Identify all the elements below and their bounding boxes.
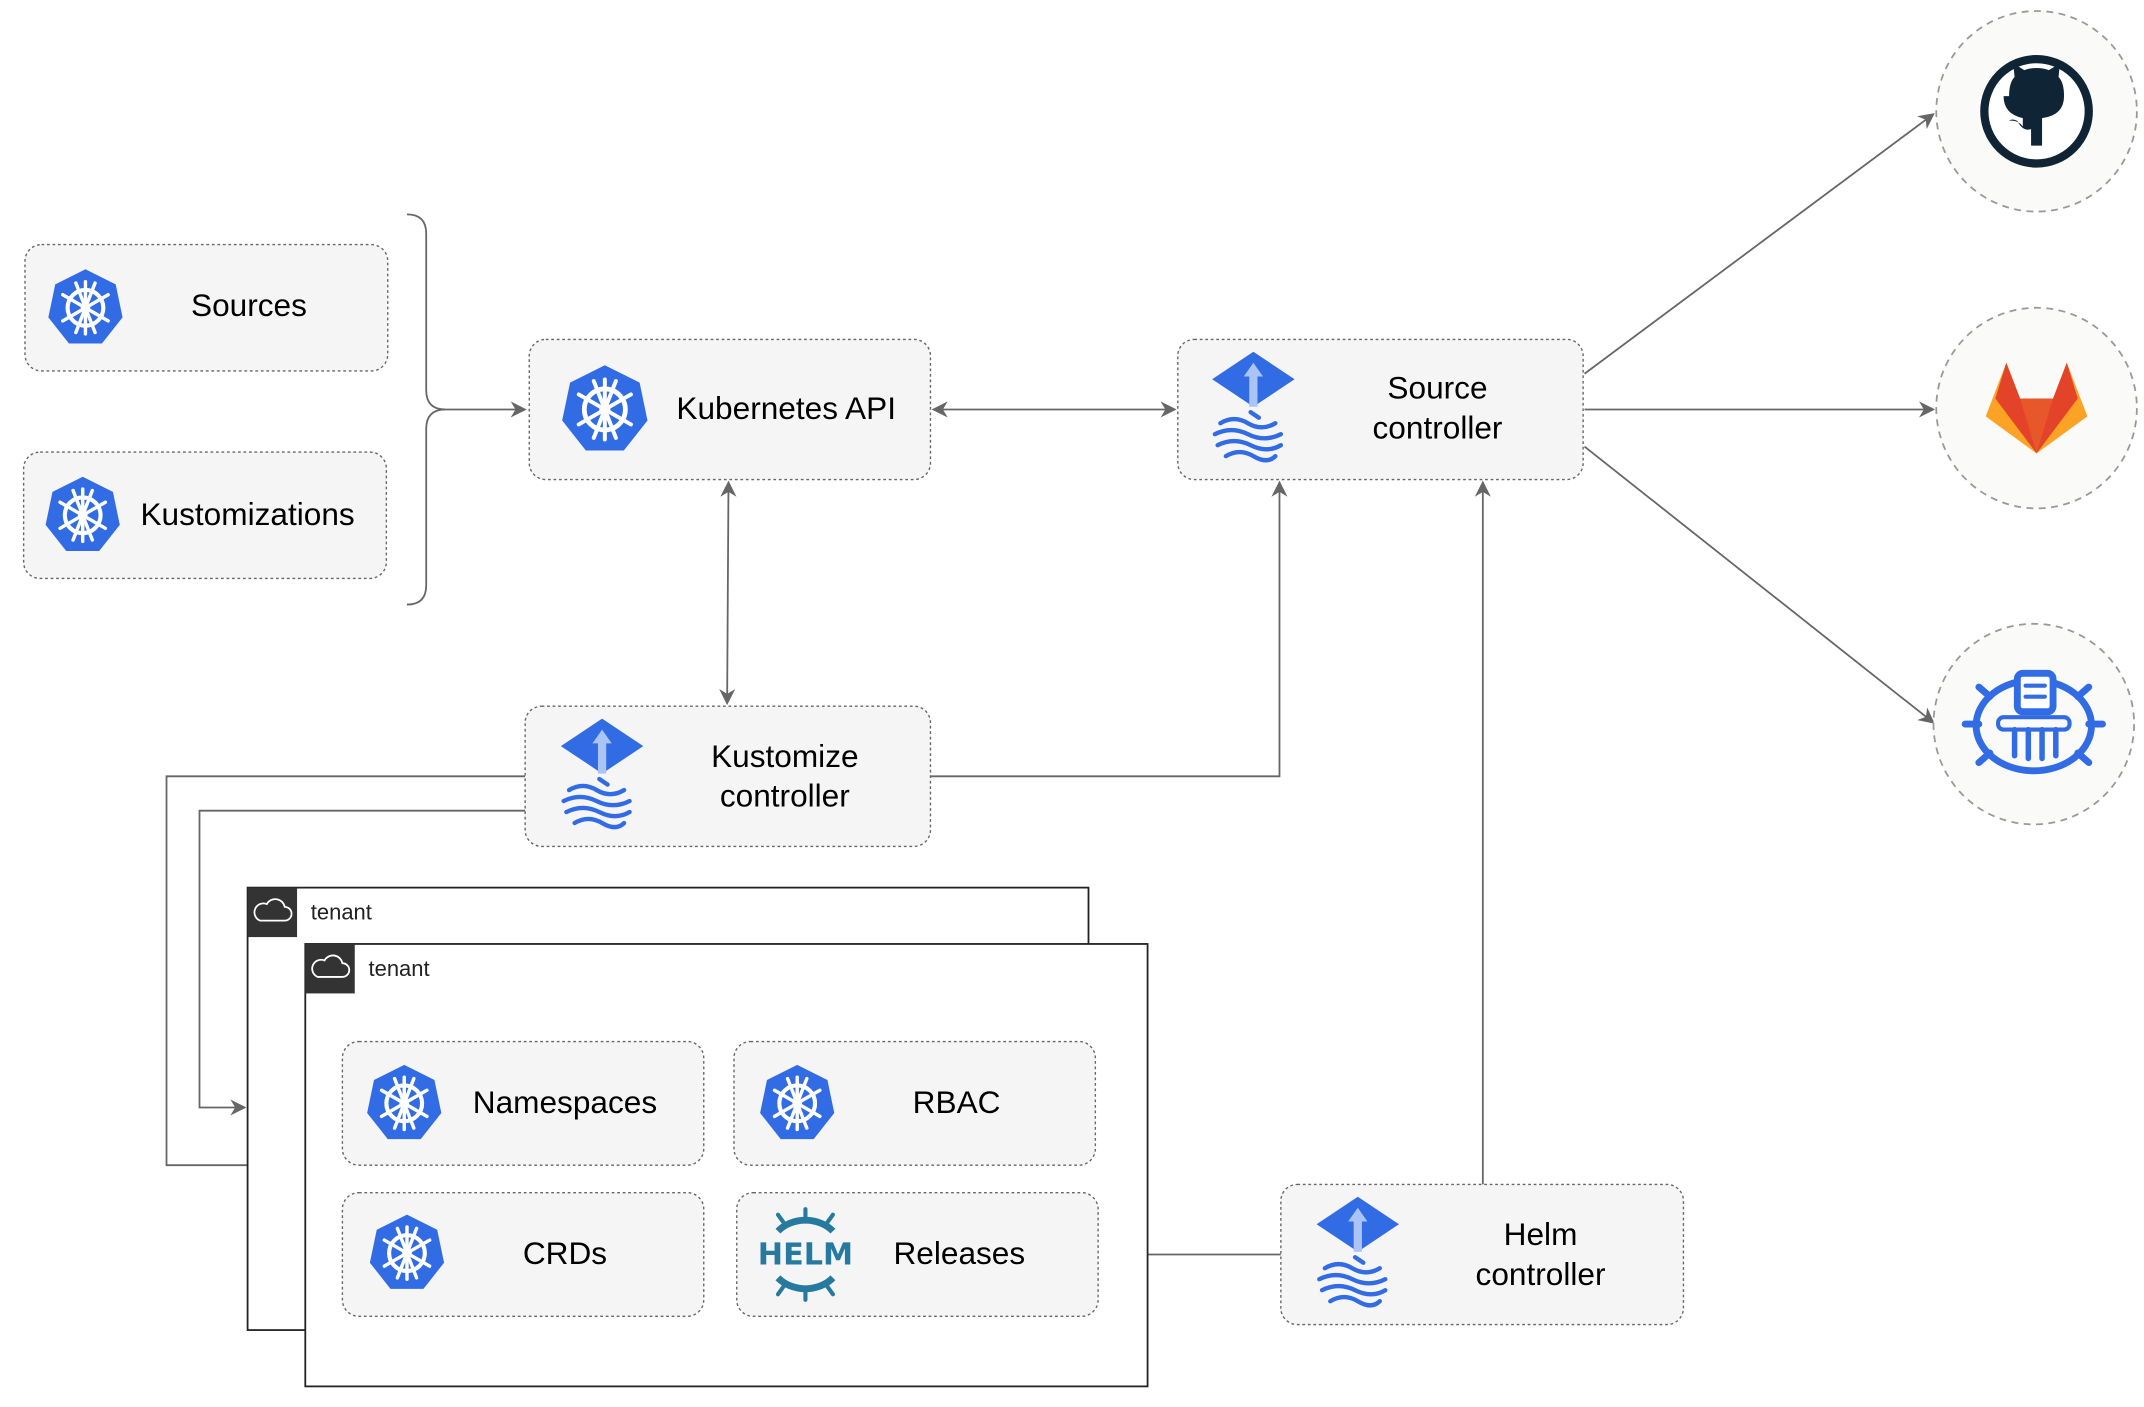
- tenant-header: [305, 943, 355, 994]
- cloud-icon: [253, 898, 293, 922]
- kustomize-controller-label: controller: [720, 778, 850, 814]
- rbac-node[interactable]: RBAC: [733, 1040, 1097, 1166]
- sources-label: Sources: [191, 287, 307, 323]
- bucket-icon: [1961, 669, 2106, 775]
- github-icon: [1980, 54, 2093, 168]
- gitlab-icon: [1985, 362, 2088, 454]
- kubernetes-api-label: Kubernetes API: [676, 390, 896, 426]
- helm-controller-node[interactable]: Helm controller: [1280, 1183, 1685, 1326]
- kustomizations-label: Kustomizations: [140, 496, 354, 532]
- github-source[interactable]: [1935, 10, 2138, 213]
- namespaces-label: Namespaces: [473, 1084, 657, 1120]
- helm-icon: HELM: [758, 1207, 853, 1302]
- crds-node[interactable]: CRDs: [341, 1191, 705, 1318]
- cloud-icon: [311, 954, 351, 978]
- sources-node[interactable]: Sources: [24, 243, 389, 372]
- namespaces-node[interactable]: Namespaces: [341, 1040, 705, 1166]
- releases-label: Releases: [893, 1235, 1025, 1271]
- api-kustomize-controller-edge: [719, 480, 737, 706]
- kustomize-to-tenant-edge: [165, 775, 526, 1174]
- source-to-github-edge: [1583, 113, 1935, 375]
- source-controller-label: controller: [1373, 409, 1503, 445]
- kubernetes-api-node[interactable]: Kubernetes API: [528, 338, 932, 481]
- kustomize-to-source-edge: [930, 480, 1288, 778]
- svg-text:HELM: HELM: [758, 1237, 853, 1272]
- source-to-bucket-edge: [1583, 445, 1935, 724]
- releases-node[interactable]: HELM Releases: [736, 1191, 1099, 1318]
- rbac-label: RBAC: [913, 1084, 1001, 1120]
- brace-to-kubernetes-api-edge: [406, 213, 527, 418]
- source-controller-node[interactable]: Source controller: [1177, 338, 1584, 481]
- bucket-source[interactable]: [1932, 622, 2136, 826]
- tenant-label: tenant: [369, 956, 430, 981]
- crds-label: CRDs: [523, 1235, 607, 1271]
- gitlab-source[interactable]: [1935, 306, 2138, 510]
- tenant-header: [247, 887, 298, 938]
- tenant-label: tenant: [311, 900, 372, 925]
- kustomize-to-tenant-edge: [198, 809, 526, 1116]
- brace-lower: [406, 408, 446, 606]
- helm-controller-label: controller: [1476, 1256, 1606, 1292]
- kustomize-controller-label: Kustomize: [711, 738, 858, 774]
- kustomize-controller-node[interactable]: Kustomize controller: [524, 705, 932, 848]
- helm-controller-label: Helm: [1504, 1216, 1578, 1252]
- source-controller-label: Source: [1387, 370, 1487, 406]
- kustomizations-node[interactable]: Kustomizations: [22, 451, 388, 580]
